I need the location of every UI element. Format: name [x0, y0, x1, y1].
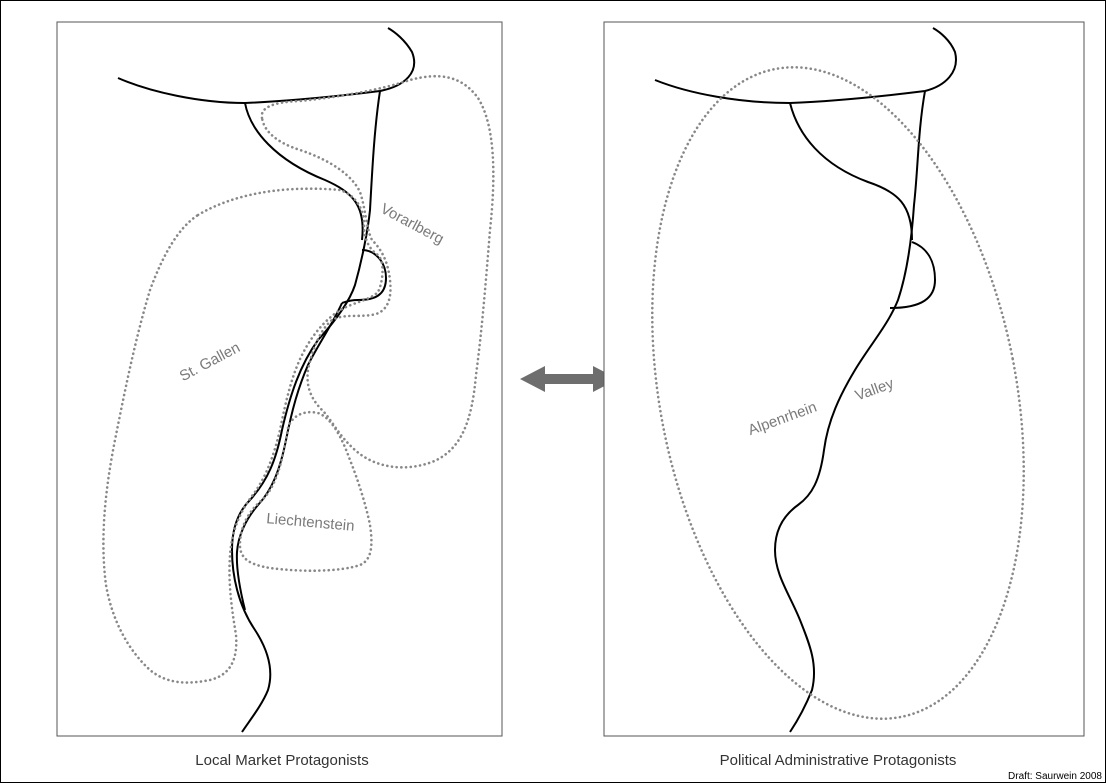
- left-bump: [341, 249, 388, 304]
- left-top-border: [117, 27, 416, 105]
- right-top-border: [654, 27, 957, 105]
- right-bump: [889, 241, 937, 309]
- left-west-border: [244, 102, 364, 241]
- right-panel: Alpenrhein Valley: [603, 21, 1085, 737]
- credit-text: Draft: Saurwein 2008: [1008, 771, 1102, 782]
- right-panel-frame: [603, 21, 1085, 737]
- liechtenstein-outline: [238, 410, 373, 572]
- st-gallen-outline: [102, 187, 384, 684]
- right-panel-caption: Political Administrative Protagonists: [720, 752, 957, 769]
- left-panel: Vorarlberg St. Gallen Liechtenstein: [56, 21, 503, 737]
- left-panel-caption: Local Market Protagonists: [195, 752, 368, 769]
- left-main-border: [230, 90, 381, 733]
- double-arrow-icon: [520, 366, 618, 392]
- right-main-border: [773, 90, 926, 733]
- left-panel-frame: [56, 21, 503, 737]
- right-west-border: [789, 102, 913, 241]
- political-region-outline: [650, 65, 1026, 721]
- vorarlberg-outline: [260, 74, 495, 469]
